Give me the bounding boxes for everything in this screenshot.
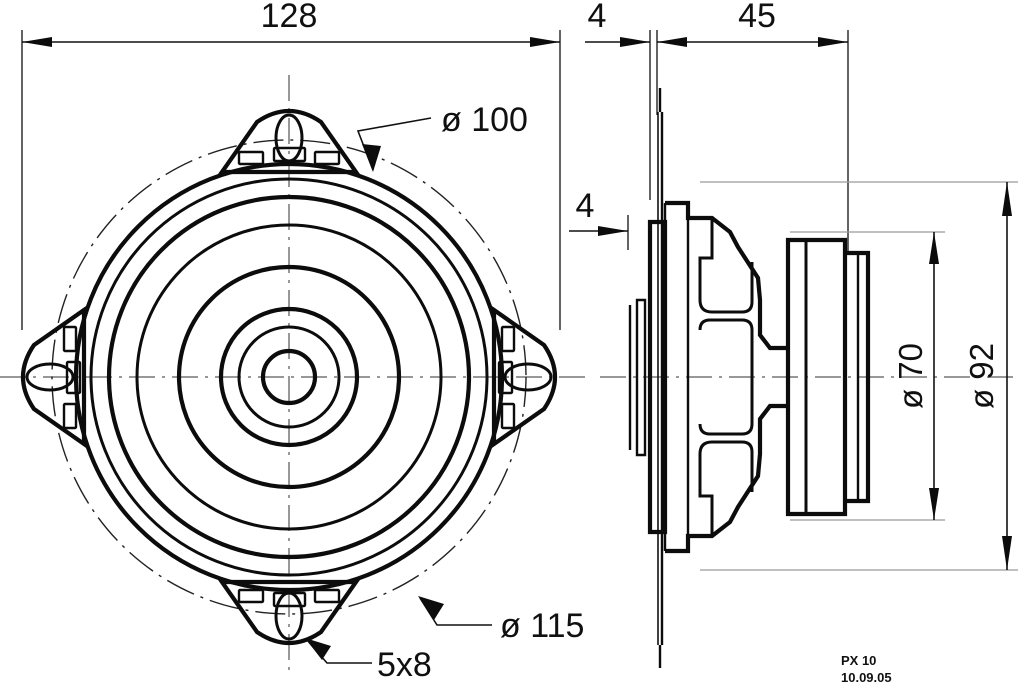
mounting-tab-top (217, 109, 361, 175)
leader-bolt-circle: ø 115 (418, 596, 584, 645)
dimension-bolt-circle-label: ø 115 (500, 607, 584, 645)
title-block-model: PX 10 (841, 653, 876, 668)
title-block: PX 10 10.09.05 (841, 653, 892, 685)
chassis-rings (73, 161, 505, 593)
bolt-circle-dashdot (51, 139, 527, 615)
dimension-cutout-diameter-label: ø 70 (892, 343, 929, 409)
section-chassis-upper (663, 200, 788, 377)
section-front-gasket (657, 112, 664, 645)
dimension-overall-width-label: 128 (261, 0, 318, 35)
dimension-magnet-diameter: ø 92 (700, 181, 1018, 571)
mounting-tab-bottom (217, 579, 361, 645)
leader-mounting-slot: 5x8 (305, 638, 432, 684)
dimension-flange-thickness: 4 (585, 0, 651, 200)
center-dust-cap (218, 306, 360, 448)
dimension-overall-width: 128 (21, 0, 561, 330)
mounting-tab-right (491, 305, 557, 449)
title-block-date: 10.09.05 (841, 670, 892, 685)
dimension-depth-label: 45 (738, 0, 776, 35)
dimension-flange-thickness-label: 4 (588, 0, 607, 35)
dimension-magnet-diameter-label: ø 92 (963, 343, 1000, 409)
section-chassis-lower (663, 377, 788, 554)
leader-cone-diameter: ø 100 (356, 101, 528, 172)
dimension-mounting-slot-label: 5x8 (377, 646, 432, 684)
section-magnet-assembly (785, 237, 871, 517)
section-rim-step (628, 298, 647, 457)
dimension-flange-step: 4 (569, 187, 629, 250)
dimension-depth: 45 (656, 0, 849, 255)
dimension-flange-step-label: 4 (576, 187, 595, 225)
dimension-cutout-diameter: ø 70 (790, 231, 945, 521)
mounting-tab-left (21, 305, 87, 449)
dimension-cone-diameter-label: ø 100 (441, 101, 528, 139)
